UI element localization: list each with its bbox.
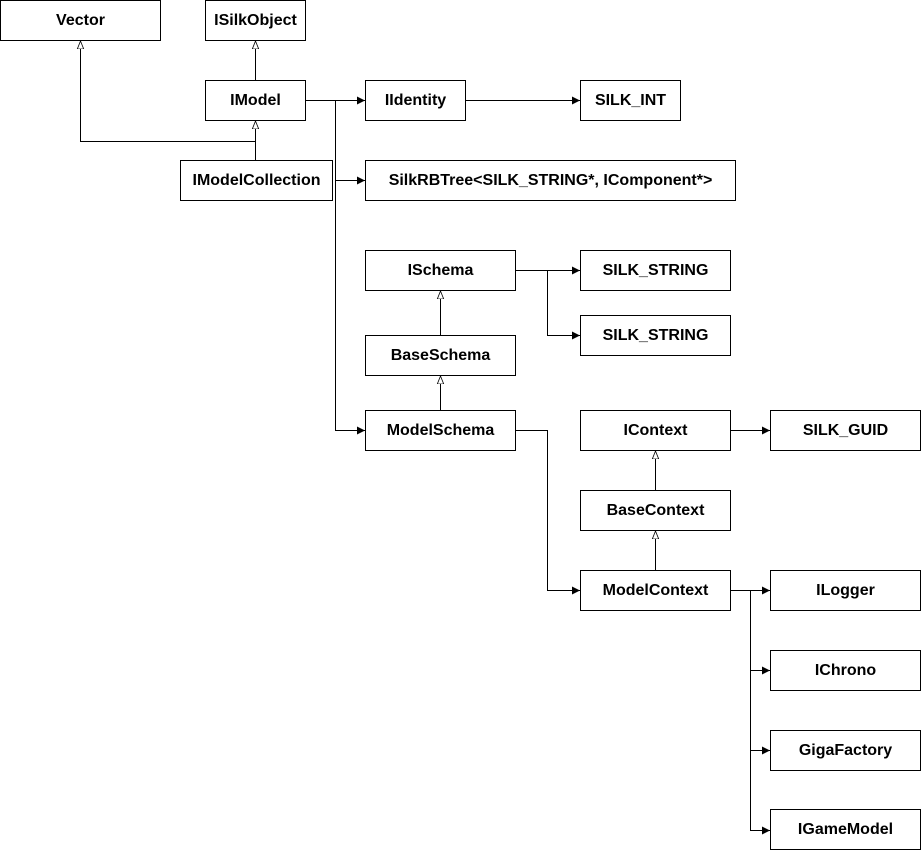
node-ichrono: IChrono xyxy=(770,650,921,691)
node-baseschema: BaseSchema xyxy=(365,335,516,376)
node-ischema: ISchema xyxy=(365,250,516,291)
node-iidentity: IIdentity xyxy=(365,80,466,121)
node-imodel: IModel xyxy=(205,80,306,121)
node-silkrbtree: SilkRBTree<SILK_STRING*, IComponent*> xyxy=(365,160,736,201)
node-modelcontext: ModelContext xyxy=(580,570,731,611)
node-icontext: IContext xyxy=(580,410,731,451)
edge-imodel-to-modelschema xyxy=(305,100,365,435)
node-vector: Vector xyxy=(0,0,161,41)
node-basecontext: BaseContext xyxy=(580,490,731,531)
node-imodelcollection: IModelCollection xyxy=(180,160,333,201)
edge-modelschema-to-modelcontext xyxy=(516,430,580,595)
edge-modelcontext-to-igamemodel xyxy=(731,590,770,835)
node-silk-string-1: SILK_STRING xyxy=(580,250,731,291)
node-modelschema: ModelSchema xyxy=(365,410,516,451)
node-silk-int: SILK_INT xyxy=(580,80,681,121)
node-silk-string-2: SILK_STRING xyxy=(580,315,731,356)
edge-imodelcollection-inherits-vector xyxy=(81,41,256,160)
node-igamemodel: IGameModel xyxy=(770,809,921,850)
node-ilogger: ILogger xyxy=(770,570,921,611)
node-gigafactory: GigaFactory xyxy=(770,730,921,771)
node-isilkobject: ISilkObject xyxy=(205,0,306,41)
node-silk-guid: SILK_GUID xyxy=(770,410,921,451)
edge-ischema-to-silk-string-2 xyxy=(516,270,580,340)
